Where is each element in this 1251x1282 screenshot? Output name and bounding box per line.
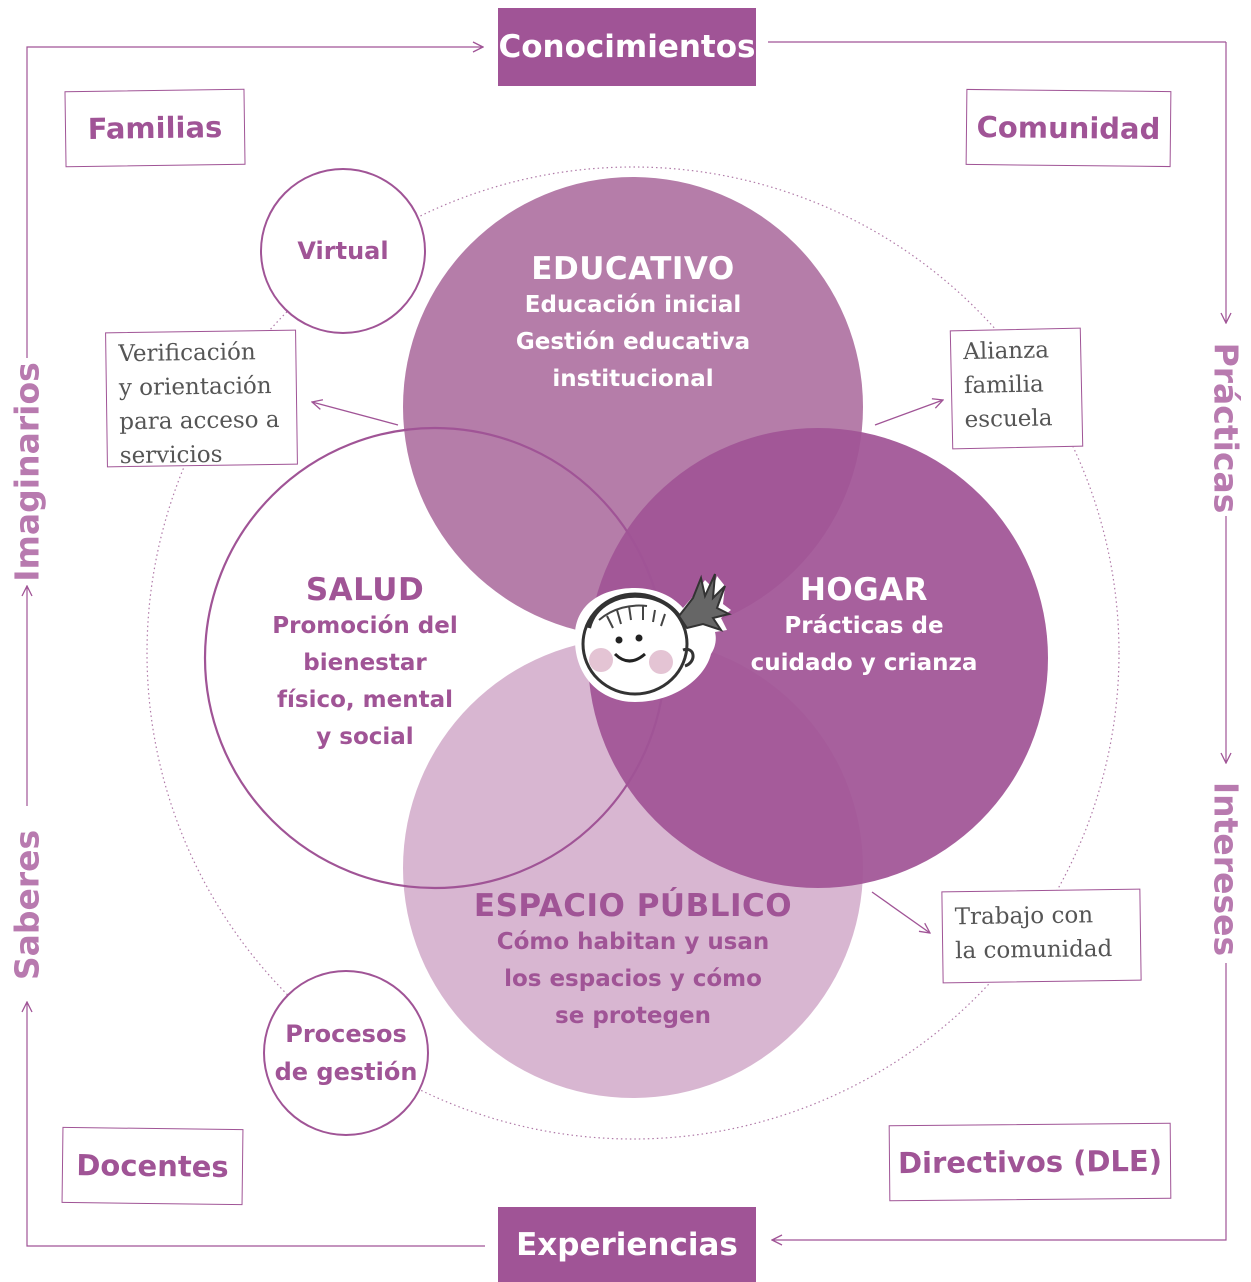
virtual-circle: Virtual xyxy=(260,168,426,334)
experiencias-label: Experiencias xyxy=(516,1226,738,1263)
espacio-line-1: Cómo habitan y usan xyxy=(496,929,770,955)
alianza-line-1: Alianza xyxy=(962,337,1050,366)
outer-dotted-circle xyxy=(146,166,1120,1140)
familias-label: Familias xyxy=(87,110,223,146)
salud-line-3: y social xyxy=(316,724,414,750)
virtual-label: Virtual xyxy=(297,237,389,265)
experiencias-banner: Experiencias xyxy=(498,1207,756,1282)
alianza-line-3: escuela xyxy=(964,405,1053,434)
espacio-line-3: se protegen xyxy=(555,1003,711,1029)
child-face-icon xyxy=(574,573,732,702)
verificacion-note: Verificación y orientación para acceso a… xyxy=(105,329,298,469)
saberes-label: Saberes xyxy=(7,829,47,981)
intereses-label: Intereses xyxy=(1206,781,1246,957)
hogar-title: HOGAR xyxy=(799,572,929,608)
comunidad-label: Comunidad xyxy=(976,110,1161,146)
familias-box: Familias xyxy=(64,88,246,168)
cycle-frame xyxy=(27,41,1226,1247)
verificacion-line-3: para acceso a xyxy=(119,406,280,436)
salud-line-1: Promoción del bienestar xyxy=(272,613,458,676)
educativo-line-2: Gestión educativa xyxy=(515,329,751,355)
procesos-line-2: de gestión xyxy=(274,1058,418,1086)
docentes-box: Docentes xyxy=(61,1126,244,1206)
espacio-line-2: los espacios y cómo xyxy=(504,966,762,992)
salud-line-2: físico, mental xyxy=(277,687,453,713)
salud-text: SALUD Promoción del bienestar físico, me… xyxy=(215,572,515,756)
verificacion-line-4: servicios xyxy=(119,441,223,470)
educativo-title: EDUCATIVO xyxy=(531,251,735,287)
trabajo-note: Trabajo con la comunidad xyxy=(941,888,1142,984)
practicas-label: Prácticas xyxy=(1206,342,1246,514)
verificacion-line-2: y orientación xyxy=(118,373,272,402)
hogar-line-1: Prácticas de xyxy=(784,613,944,639)
trabajo-line-2: la comunidad xyxy=(955,936,1113,965)
educativo-line-3: institucional xyxy=(552,366,714,392)
conocimientos-banner: Conocimientos xyxy=(498,8,756,86)
hogar-circle xyxy=(588,428,1048,888)
espacio-title: ESPACIO PÚBLICO xyxy=(473,888,793,924)
alianza-note: Alianza familia escuela xyxy=(949,327,1084,450)
hogar-text: HOGAR Prácticas de cuidado y crianza xyxy=(734,572,994,682)
educativo-line-1: Educación inicial xyxy=(524,292,742,318)
docentes-label: Docentes xyxy=(76,1148,229,1184)
imaginarios-label: Imaginarios xyxy=(7,362,47,582)
directivos-label: Directivos (DLE) xyxy=(897,1143,1163,1181)
verificacion-line-1: Verificación xyxy=(118,339,256,368)
directivos-box: Directivos (DLE) xyxy=(888,1122,1172,1202)
comunidad-box: Comunidad xyxy=(965,88,1172,168)
hogar-line-2: cuidado y crianza xyxy=(750,650,978,676)
salud-title: SALUD xyxy=(305,572,425,608)
conocimientos-label: Conocimientos xyxy=(498,29,756,65)
alianza-line-2: familia xyxy=(963,371,1045,400)
trabajo-line-1: Trabajo con xyxy=(954,902,1094,931)
procesos-circle: Procesos de gestión xyxy=(263,970,429,1136)
procesos-line-1: Procesos xyxy=(285,1020,407,1048)
espacio-text: ESPACIO PÚBLICO Cómo habitan y usan los … xyxy=(473,888,793,1035)
connector-arrows xyxy=(312,400,943,933)
educativo-text: EDUCATIVO Educación inicial Gestión educ… xyxy=(463,251,803,398)
